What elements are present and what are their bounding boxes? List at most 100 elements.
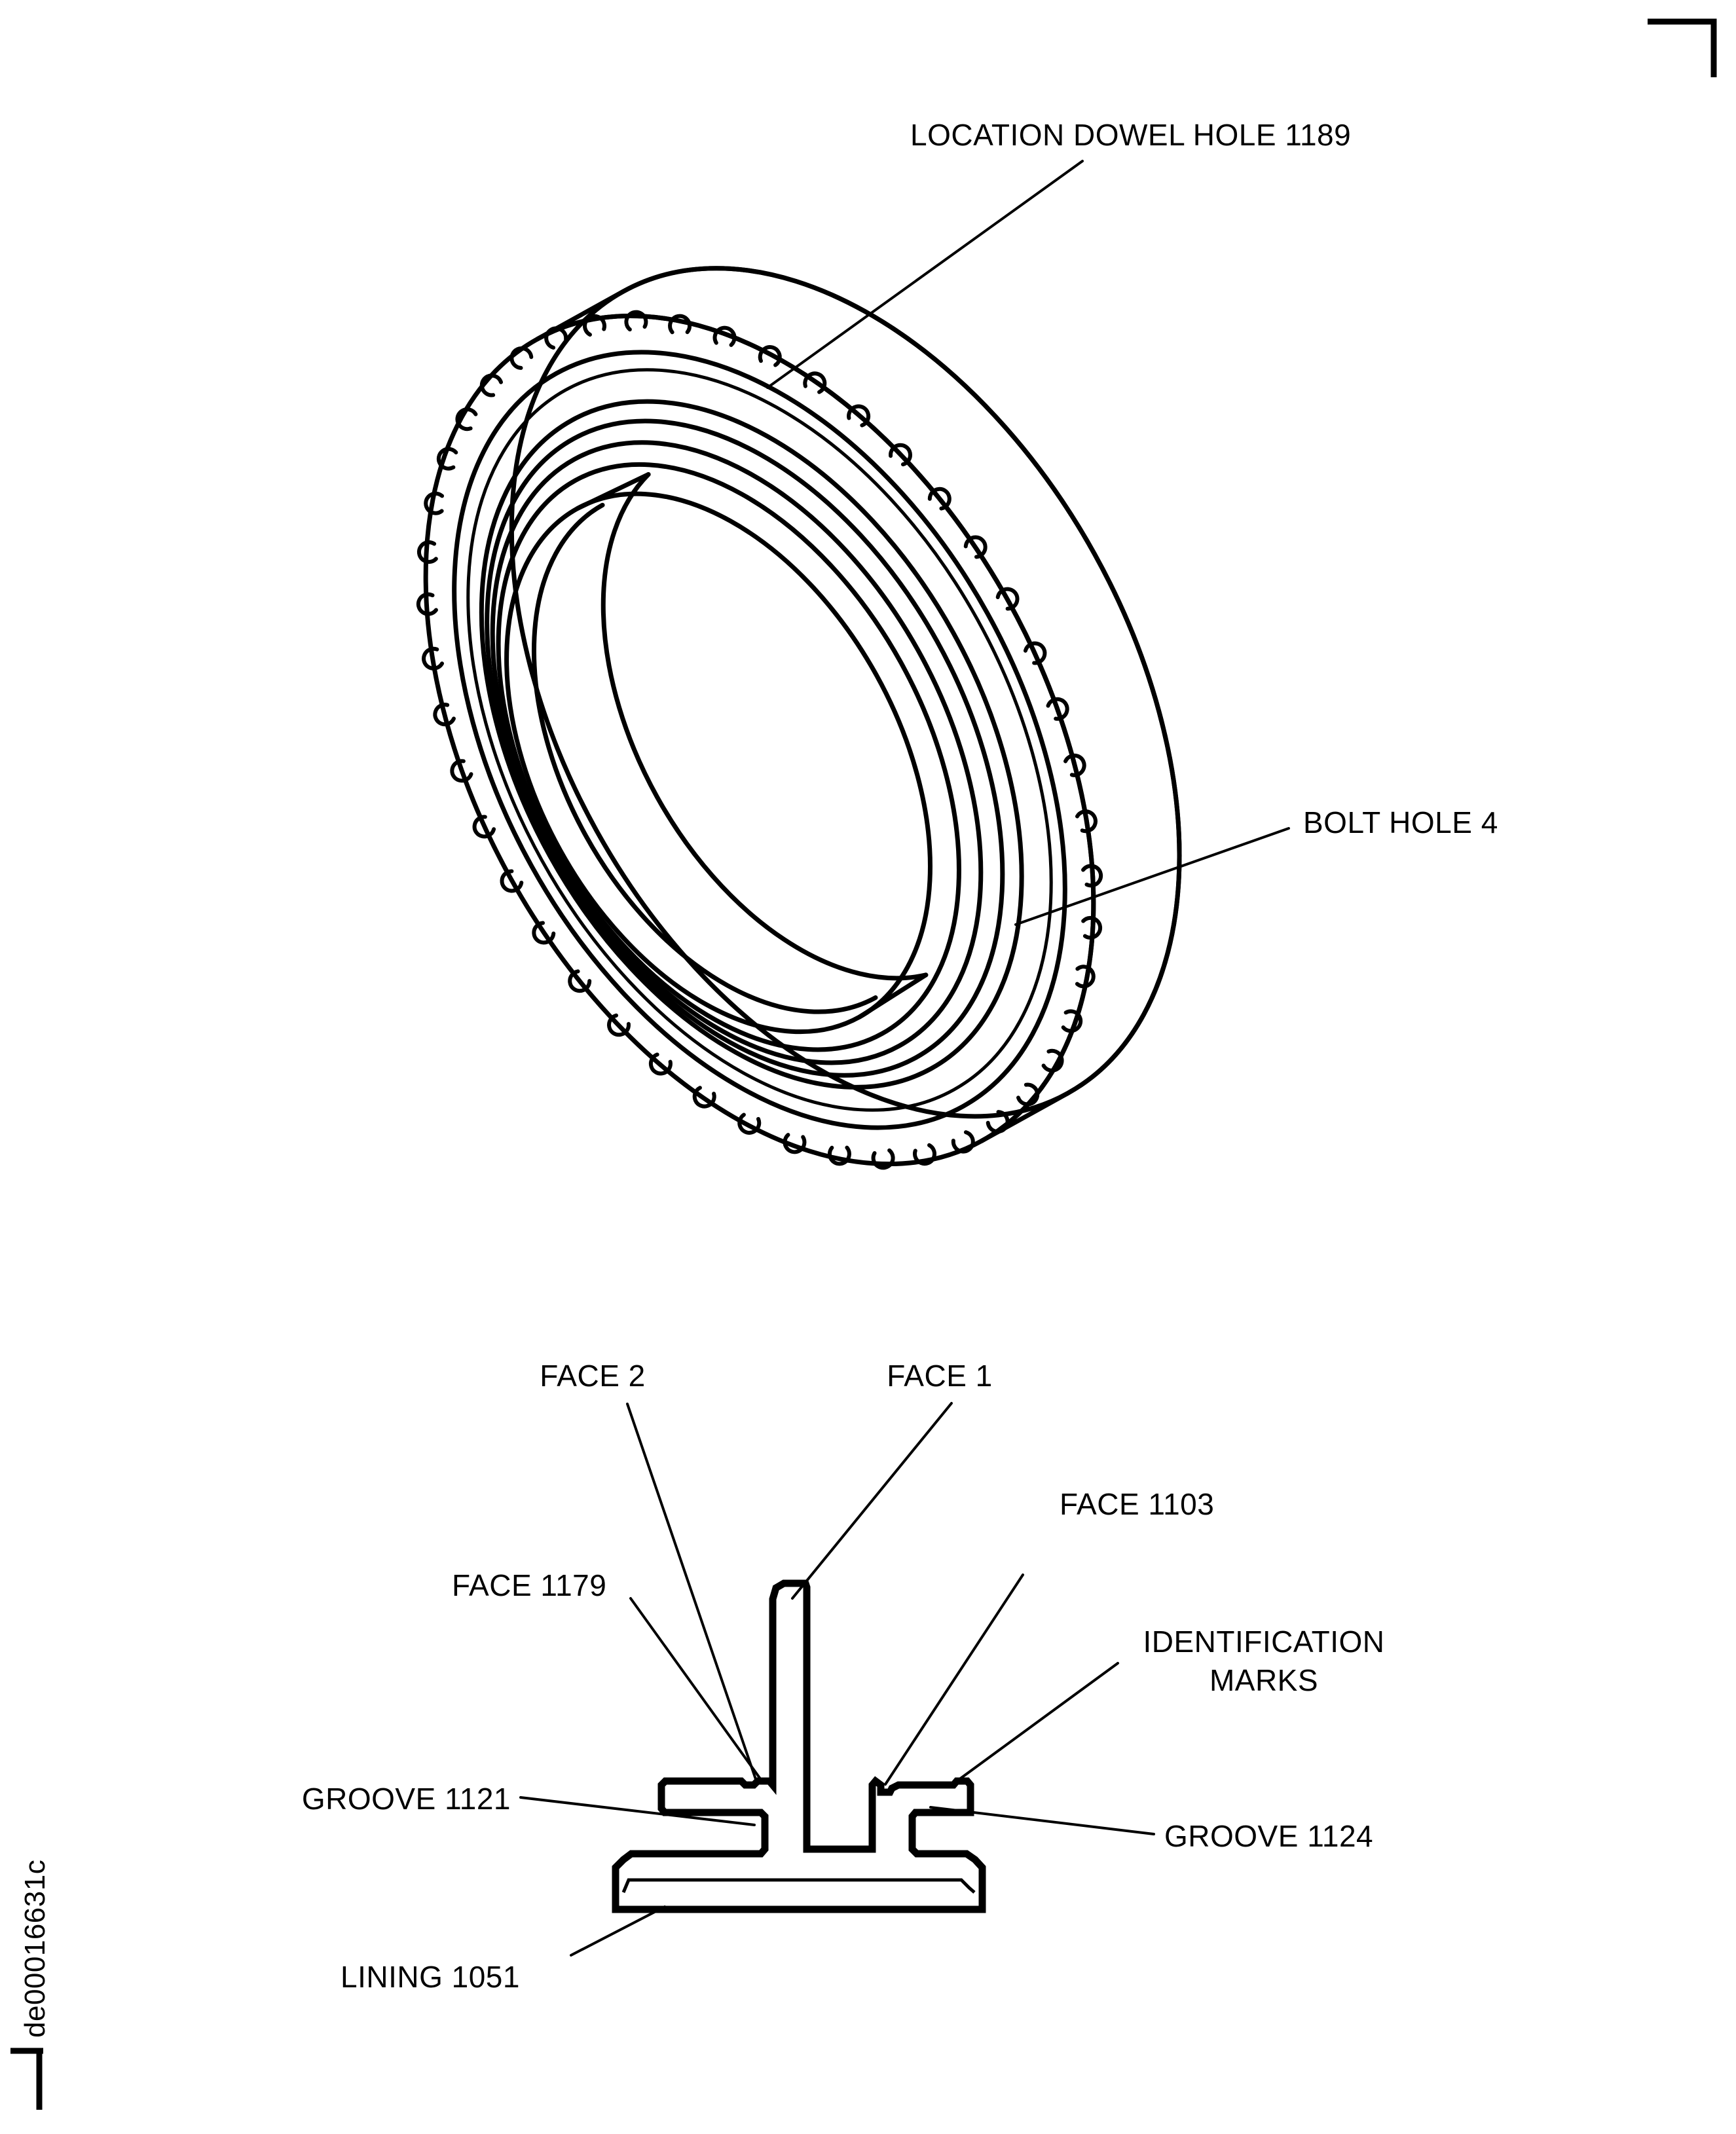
bore-wall-bottom (857, 972, 929, 1020)
groove-1124-label: GROOVE 1124 (1164, 1819, 1373, 1853)
bolt-hole-mark (995, 587, 1020, 611)
bolt-hole-mark (416, 592, 438, 616)
callout-lining-1051: LINING 1051 (341, 1905, 666, 1994)
callout-face-1179: FACE 1179 (452, 1568, 764, 1784)
bolt-hole-mark (1081, 915, 1103, 940)
bolt-hole-mark (1016, 1082, 1040, 1107)
bolt-hole-mark (871, 1148, 895, 1170)
face-1-label: FACE 1 (887, 1359, 993, 1393)
identification-marks-label-line1: IDENTIFICATION (1143, 1625, 1384, 1659)
bolt-hole-mark (450, 759, 473, 783)
bolt-hole-mark (847, 404, 871, 428)
bolt-hole-mark (986, 1110, 1010, 1134)
callout-face-1103: FACE 1103 (884, 1487, 1214, 1786)
ring-rear-outer-edge (509, 266, 1182, 1119)
bolt-hole-mark (532, 921, 556, 945)
bolt-hole-mark (758, 345, 782, 367)
callout-bolt-hole: BOLT HOLE 4 (1014, 805, 1498, 926)
flange-boltband-secondary-edge (466, 368, 1053, 1112)
bolt-hole-mark (455, 407, 478, 432)
location-dowel-hole-label: LOCATION DOWEL HOLE 1189 (910, 118, 1351, 152)
callout-face-1: FACE 1 (791, 1359, 993, 1600)
bolt-hole-mark (433, 703, 456, 727)
callout-face-2: FACE 2 (540, 1359, 758, 1784)
identification-marks-label-line2: MARKS (1210, 1663, 1318, 1697)
bolt-hole-mark (951, 1130, 975, 1154)
callout-groove-1124: GROOVE 1124 (929, 1806, 1373, 1853)
flange-cross-section (612, 1579, 986, 1913)
bolt-hole-mark (737, 1113, 762, 1135)
bolt-hole-mark (827, 1145, 851, 1166)
bolt-hole-mark (1041, 1048, 1064, 1073)
face-1-leader (791, 1402, 953, 1600)
figure-id-text: de00016631c (19, 1860, 51, 2038)
bolt-hole-ring (416, 310, 1103, 1170)
bolt-hole-mark (479, 373, 504, 397)
groove-1124-leader (929, 1806, 1155, 1835)
bolt-hole-mark (500, 869, 524, 893)
bolt-hole-mark (889, 443, 912, 467)
identification-marks-leader (950, 1662, 1119, 1786)
lining-inner-line (621, 1878, 976, 1894)
groove-1121-label: GROOVE 1121 (302, 1782, 511, 1816)
bore-rear-edge (600, 472, 929, 981)
bolt-hole-mark (648, 1052, 673, 1076)
corner-mark-bottom-left-icon (10, 2048, 43, 2110)
bolt-hole-mark (424, 491, 445, 515)
bolt-hole-mark (1061, 1009, 1083, 1033)
bolt-hole-mark (1063, 753, 1086, 777)
bolt-hole-mark (607, 1013, 631, 1037)
bolt-hole-mark (1023, 641, 1047, 665)
location-dowel-hole-leader (766, 160, 1084, 389)
callout-location-dowel-hole: LOCATION DOWEL HOLE 1189 (766, 118, 1351, 389)
lining-inner-arc (531, 502, 878, 1014)
lining-1051-leader (570, 1905, 666, 1957)
face-2-leader (626, 1403, 758, 1784)
bolt-hole-mark (583, 314, 606, 337)
bolt-hole-mark (803, 371, 827, 394)
bolt-hole-mark (1075, 965, 1096, 989)
flange-boltband-inner-edge (452, 350, 1067, 1130)
bolt-hole-label: BOLT HOLE 4 (1303, 805, 1498, 839)
bolt-hole-mark (422, 646, 445, 671)
face-2-label: FACE 2 (540, 1359, 646, 1393)
section-profile-outline (612, 1579, 986, 1913)
groove-ring-1 (479, 399, 1024, 1090)
groove-1121-leader (519, 1796, 756, 1826)
bolt-hole-mark (692, 1086, 716, 1109)
bolt-hole-mark (624, 310, 648, 332)
bolt-hole-mark (509, 346, 534, 370)
bolt-hole-mark (568, 969, 592, 993)
bolt-hole-mark (416, 540, 438, 564)
flange-ring-isometric (416, 266, 1182, 1170)
bolt-hole-leader (1014, 827, 1290, 926)
lining-1051-label: LINING 1051 (341, 1960, 520, 1994)
bolt-hole-mark (927, 487, 951, 511)
groove-ring-3 (490, 440, 984, 1065)
face-1179-label: FACE 1179 (452, 1568, 606, 1602)
bolt-hole-mark (436, 447, 458, 471)
bolt-hole-mark (712, 325, 737, 347)
face-1179-leader (629, 1597, 764, 1784)
bolt-hole-mark (1081, 864, 1103, 888)
bolt-hole-mark (1075, 809, 1098, 834)
face-1103-leader (884, 1573, 1024, 1786)
bore-wall-top (575, 472, 651, 511)
groove-ring-2 (485, 418, 1005, 1078)
callout-identification-marks: IDENTIFICATION MARKS (950, 1625, 1384, 1786)
flange-outer-edge (423, 313, 1096, 1167)
bolt-hole-mark (544, 326, 568, 350)
face-1103-label: FACE 1103 (1060, 1487, 1214, 1521)
bolt-hole-mark (963, 535, 988, 559)
bolt-hole-mark (783, 1133, 807, 1154)
callout-groove-1121: GROOVE 1121 (302, 1782, 756, 1826)
bolt-hole-mark (1046, 697, 1069, 721)
corner-mark-top-right-icon (1648, 18, 1717, 77)
bolt-hole-mark (913, 1143, 936, 1166)
bolt-hole-mark (668, 314, 692, 335)
groove-1121-inner-line (740, 1780, 747, 1786)
figure-id: de00016631c (19, 1860, 51, 2038)
groove-ring-4 (496, 462, 961, 1052)
